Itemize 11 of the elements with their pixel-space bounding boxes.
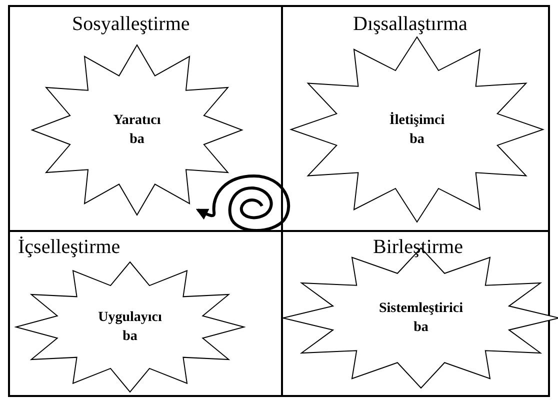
quadrant-heading: Birleştirme <box>373 236 463 258</box>
quadrant-heading: Dışsallaştırma <box>353 13 468 35</box>
star-label: Sistemleştirici ba <box>378 300 464 337</box>
quadrant-heading: İçselleştirme <box>18 236 120 258</box>
star-label: Uygulayıcı ba <box>97 309 163 346</box>
quadrant-panel <box>8 5 283 232</box>
quadrant-panel <box>281 5 550 232</box>
star-label: İletişimci ba <box>388 111 446 148</box>
star-label: Yaratıcı ba <box>112 112 162 149</box>
quadrant-panel <box>8 230 283 397</box>
quadrant-heading: Sosyalleştirme <box>72 13 190 35</box>
